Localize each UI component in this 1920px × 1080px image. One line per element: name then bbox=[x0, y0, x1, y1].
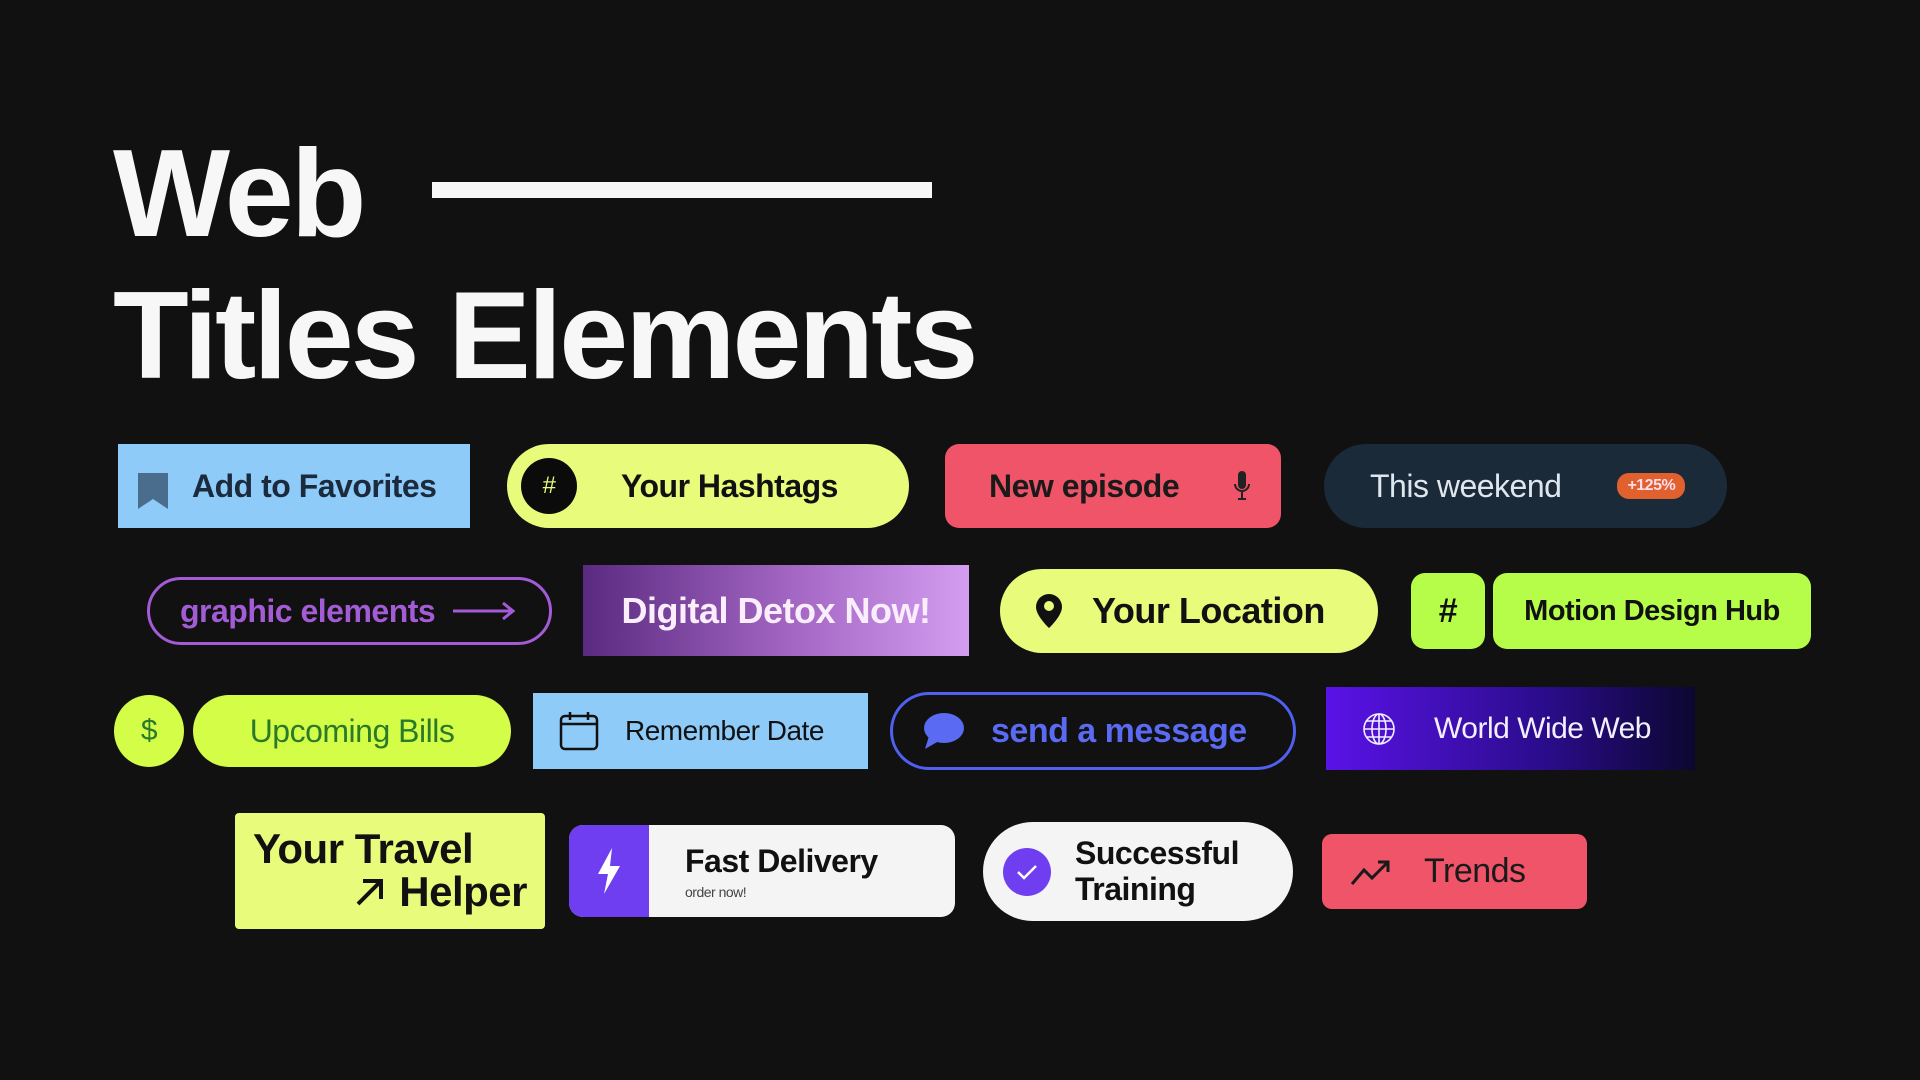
arrow-up-right-icon bbox=[356, 879, 384, 906]
check-circle-icon bbox=[1003, 847, 1051, 896]
your-hashtags-button[interactable]: # Your Hashtags bbox=[507, 444, 909, 528]
label: This weekend bbox=[1370, 467, 1562, 504]
motion-design-hub-button[interactable]: Motion Design Hub bbox=[1493, 573, 1811, 649]
label: Upcoming Bills bbox=[249, 712, 455, 749]
title-line-1: Web bbox=[113, 125, 367, 263]
successful-training-chip[interactable]: Successful Training bbox=[983, 822, 1293, 921]
hashtag-icon-tile[interactable]: # bbox=[1411, 573, 1485, 649]
travel-helper-card[interactable]: Your Travel Helper bbox=[235, 813, 545, 929]
fast-delivery-button[interactable]: Fast Delivery order now! bbox=[569, 825, 955, 917]
remember-date-button[interactable]: Remember Date bbox=[533, 693, 868, 769]
graphic-elements-link[interactable]: graphic elements bbox=[147, 577, 552, 645]
label: graphic elements bbox=[180, 592, 436, 629]
label: World Wide Web bbox=[1434, 711, 1651, 745]
dollar-icon: $ bbox=[114, 695, 184, 767]
this-weekend-chip[interactable]: This weekend +125% bbox=[1324, 444, 1727, 528]
bookmark-icon bbox=[138, 473, 168, 509]
calendar-icon bbox=[559, 712, 599, 751]
label: Digital Detox Now! bbox=[621, 589, 931, 631]
lightning-icon bbox=[569, 825, 649, 917]
trends-button[interactable]: Trends bbox=[1322, 834, 1587, 909]
label: Remember Date bbox=[625, 715, 824, 746]
title-divider bbox=[432, 182, 932, 198]
sublabel: order now! bbox=[685, 883, 747, 900]
label-line-2: Training bbox=[1075, 870, 1196, 907]
label: Trends bbox=[1424, 852, 1526, 890]
label: New episode bbox=[989, 467, 1180, 504]
globe-icon bbox=[1363, 712, 1395, 745]
label: Add to Favorites bbox=[192, 467, 437, 504]
label-line-1: Your Travel bbox=[253, 825, 474, 873]
trending-up-icon bbox=[1350, 860, 1390, 885]
microphone-icon bbox=[1234, 471, 1251, 500]
label-line-2: Helper bbox=[399, 868, 527, 915]
label: Fast Delivery bbox=[685, 842, 878, 879]
add-to-favorites-button[interactable]: Add to Favorites bbox=[118, 444, 470, 528]
arrow-right-icon bbox=[453, 601, 516, 621]
hashtag-icon: # bbox=[521, 458, 577, 514]
label: Your Location bbox=[1092, 590, 1325, 631]
title-line-2: Titles Elements bbox=[113, 267, 978, 405]
send-message-button[interactable]: send a message bbox=[890, 692, 1296, 770]
new-episode-button[interactable]: New episode bbox=[945, 444, 1281, 528]
digital-detox-banner[interactable]: Digital Detox Now! bbox=[583, 565, 969, 656]
label: send a message bbox=[991, 711, 1247, 750]
world-wide-web-banner[interactable]: World Wide Web bbox=[1326, 687, 1695, 770]
your-location-button[interactable]: Your Location bbox=[1000, 569, 1378, 653]
upcoming-bills-button[interactable]: Upcoming Bills bbox=[193, 695, 511, 767]
location-pin-icon bbox=[1036, 594, 1062, 628]
chat-bubble-icon bbox=[924, 713, 964, 749]
growth-badge: +125% bbox=[1617, 473, 1686, 499]
label: Motion Design Hub bbox=[1524, 594, 1780, 627]
label: Your Hashtags bbox=[621, 467, 838, 504]
label-line-1: Successful bbox=[1075, 835, 1239, 872]
